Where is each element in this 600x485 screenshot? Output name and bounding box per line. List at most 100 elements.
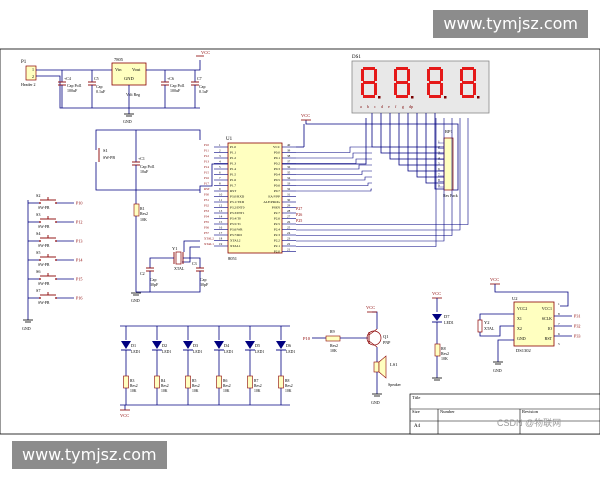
mcu-pin-number: 28 — [287, 209, 291, 213]
mcu-pin-number: 11 — [219, 198, 222, 202]
mcu-pin-name: P1.7 — [230, 184, 236, 188]
rp1-pin-number: 2 — [438, 145, 440, 149]
mcu-pin-number: 34 — [287, 176, 291, 180]
vreg-vout: Vout — [132, 67, 141, 72]
q1-ref: Q1 — [383, 334, 389, 339]
c6-spec: 100uF — [170, 88, 181, 93]
mcu-pin-number: 30 — [287, 198, 291, 202]
switch-ref: S5 — [36, 250, 40, 255]
rp1-pin-number: 1 — [438, 139, 440, 143]
mcu-pin-name: P0.4 — [274, 173, 280, 177]
mcu-pin-net: P17 — [204, 182, 209, 186]
vreg-gnd: GND — [124, 76, 134, 81]
buzzer-net: P10 — [303, 336, 311, 341]
rtc-pin-number: 5 — [558, 342, 560, 346]
c5-spec: 0.1uF — [96, 89, 106, 94]
tb-revision: Revision — [522, 409, 539, 414]
switch-ref: S4 — [36, 231, 41, 236]
rp1-name: Res Pack — [443, 193, 458, 198]
gnd-label-xtal: GND — [131, 298, 140, 303]
c2-ref: C2 — [140, 271, 145, 276]
p1-name: Header 2 — [21, 82, 36, 87]
led-resistor-spec: 10K — [192, 389, 199, 393]
mcu-pin-number: 18 — [219, 237, 223, 241]
switch-net: P12 — [76, 220, 83, 225]
switch-ref: S3 — [36, 212, 40, 217]
c1-value: Cap Pol1 — [140, 164, 155, 169]
y1-name: XTAL — [174, 266, 185, 271]
mcu-pin-net: P33 — [204, 209, 209, 213]
display-data-lines — [371, 113, 444, 190]
led-resistor-value: Res2 — [161, 384, 169, 388]
mcu-pin-name: P1.5 — [230, 173, 236, 177]
rtc-pin-name: VCC2 — [517, 306, 527, 311]
display-digit — [394, 67, 414, 99]
c4-value: Cap Pol1 — [67, 83, 82, 88]
switch-net: P10 — [76, 201, 83, 206]
mcu-pin-name: XTAL2 — [230, 239, 241, 243]
led-ref: D6 — [286, 343, 291, 348]
r9-spec: 10K — [330, 348, 337, 353]
led-resistor-ref: R3 — [130, 379, 135, 383]
mcu-pin-name: ALE/PROG — [263, 200, 280, 204]
mcu-pin-number: 6 — [219, 171, 221, 175]
rp1-pin-number: 5 — [438, 161, 440, 165]
rtc-pin-number: 7 — [558, 322, 560, 326]
mcu-pin-number: 35 — [287, 171, 291, 175]
mcu-pin-number: 10 — [219, 193, 223, 197]
c7-spec: 0.1uF — [199, 89, 209, 94]
tb-size-val: A4 — [414, 424, 421, 429]
switch-name: SW-PB — [38, 244, 50, 248]
mcu-pin-name: P1.2 — [230, 156, 236, 160]
led-name: LED1 — [255, 350, 264, 354]
led-resistor-value: Res2 — [130, 384, 138, 388]
mcu-pin-name: RST — [230, 189, 237, 193]
mcu-pin-net: P36 — [204, 226, 209, 230]
mcu-pin-name: P3.6/WR — [230, 228, 243, 232]
led-resistor-value: Res2 — [285, 384, 293, 388]
mcu-pin-name: P2.6 — [274, 217, 280, 221]
mcu-pin-number: 17 — [219, 231, 223, 235]
led-resistor-ref: R8 — [285, 379, 290, 383]
led-resistor-spec: 10K — [130, 389, 137, 393]
led-name: LED1 — [131, 350, 140, 354]
tb-number: Number — [440, 409, 455, 414]
mcu-pin-number: 33 — [287, 182, 291, 186]
q1-name: PNP — [383, 340, 391, 345]
mcu-pin-net: P34 — [204, 215, 209, 219]
tb-title: Title — [412, 395, 420, 400]
led-ref: D1 — [131, 343, 136, 348]
c3-ref: C3 — [192, 261, 197, 266]
mcu-pin-net: RST — [204, 187, 210, 191]
mcu-pin-number: 21 — [287, 248, 291, 252]
vcc-label-rtc: VCC — [490, 277, 499, 282]
switch-net: P13 — [76, 239, 83, 244]
mcu-pin-number: 37 — [287, 160, 291, 164]
led-resistor-spec: 10K — [254, 389, 261, 393]
segment-label: dp — [409, 104, 413, 109]
led-ref: D5 — [255, 343, 260, 348]
u2-ref: U2 — [512, 296, 518, 301]
vcc-label-d7: VCC — [432, 291, 441, 296]
c4-ref: +C4 — [64, 76, 71, 81]
rtc-net: P31 — [574, 314, 581, 319]
display-digit — [361, 67, 381, 99]
vcc-label-psu: VCC — [201, 50, 210, 55]
rtc-pin-name: VCC1 — [542, 306, 552, 311]
rtc-pin-name: GND — [517, 336, 526, 341]
segment-label: d — [381, 104, 383, 109]
mcu-pin-number: 36 — [287, 165, 291, 169]
mcu-pin-name: P1.6 — [230, 178, 236, 182]
mcu-pin-name: P0.1 — [274, 156, 280, 160]
c6-ref: +C6 — [167, 76, 174, 81]
y1-ref: Y1 — [172, 246, 178, 251]
mcu-pin-net: P32 — [204, 204, 209, 208]
gnd-label-rtc: GND — [493, 368, 502, 373]
mcu-pin-name: P0.5 — [274, 178, 280, 182]
mcu-pin-number: 29 — [287, 204, 291, 208]
mcu-pin-name: P0.2 — [274, 162, 280, 166]
segment-label: a — [360, 104, 362, 109]
